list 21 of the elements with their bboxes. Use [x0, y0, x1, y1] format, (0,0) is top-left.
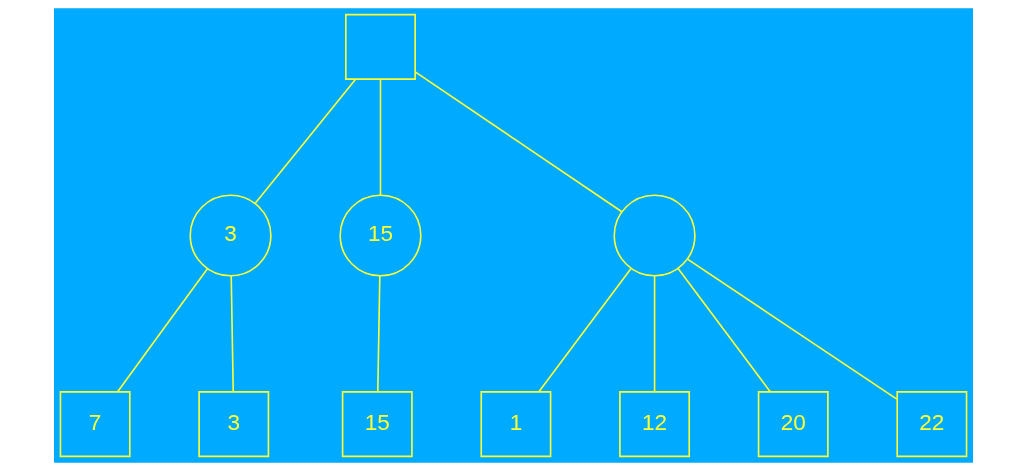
connector — [116, 268, 209, 393]
node-box: 3 — [198, 391, 270, 458]
node-box — [345, 13, 416, 80]
node-circle: 3 — [189, 194, 272, 277]
connector — [379, 78, 382, 196]
node-box: 1 — [480, 391, 552, 458]
node-circle — [613, 194, 696, 277]
node-circle: 15 — [339, 194, 422, 277]
connector — [230, 275, 235, 393]
connector — [254, 78, 357, 205]
connector — [653, 275, 656, 393]
connector — [686, 258, 898, 400]
node-box: 7 — [59, 391, 131, 458]
connector — [677, 267, 771, 393]
node-box: 12 — [619, 391, 691, 458]
connector — [538, 267, 632, 393]
node-box: 22 — [896, 391, 968, 458]
node-box: 20 — [757, 391, 829, 458]
node-box: 15 — [341, 391, 413, 458]
connector — [377, 275, 381, 393]
connector — [414, 71, 623, 213]
